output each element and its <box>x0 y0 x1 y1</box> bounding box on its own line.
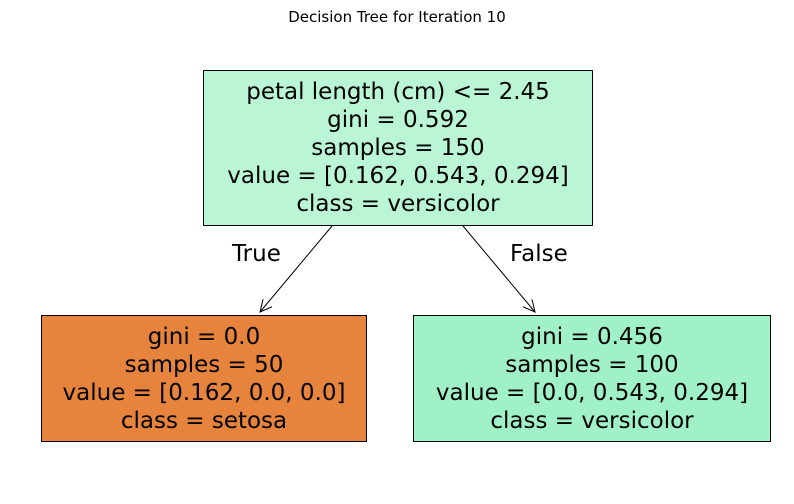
root-samples: samples = 150 <box>311 135 485 161</box>
right-gini: gini = 0.456 <box>521 323 663 350</box>
root-node: petal length (cm) <= 2.45 gini = 0.592 s… <box>203 70 593 226</box>
root-value: value = [0.162, 0.543, 0.294] <box>227 163 569 189</box>
root-gini: gini = 0.592 <box>327 107 469 133</box>
left-value: value = [0.162, 0.0, 0.0] <box>62 379 346 406</box>
right-value: value = [0.0, 0.543, 0.294] <box>435 379 749 406</box>
edge-false <box>462 225 535 312</box>
left-samples: samples = 50 <box>124 351 284 378</box>
edge-label-true: True <box>232 241 281 267</box>
left-class: class = setosa <box>120 407 288 434</box>
edge-label-false: False <box>510 241 568 267</box>
left-leaf-node: gini = 0.0 samples = 50 value = [0.162, … <box>41 315 367 442</box>
right-samples: samples = 100 <box>505 351 679 378</box>
edge-true <box>260 225 333 312</box>
diagram-title: Decision Tree for Iteration 10 <box>288 8 506 26</box>
root-class: class = versicolor <box>296 191 500 217</box>
right-leaf-node: gini = 0.456 samples = 100 value = [0.0,… <box>413 315 771 442</box>
right-class: class = versicolor <box>490 407 694 434</box>
left-gini: gini = 0.0 <box>147 323 261 350</box>
root-split-rule: petal length (cm) <= 2.45 <box>246 79 550 105</box>
